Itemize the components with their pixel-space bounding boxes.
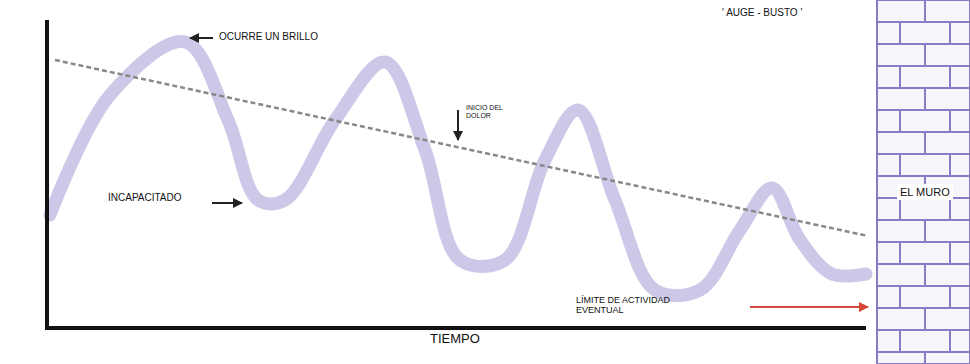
y-axis <box>45 20 49 330</box>
annotation-label: LÍMITE DE ACTIVIDAD EVENTUAL <box>576 296 696 316</box>
brick-joint <box>949 110 951 132</box>
activity-wave <box>50 42 866 296</box>
wall-label: EL MURO <box>897 184 953 200</box>
wall-node: EL MURO <box>877 0 970 364</box>
brick-joint <box>899 110 901 132</box>
axis-label: TIEMPO <box>430 332 480 346</box>
brick-joint <box>877 175 970 177</box>
brick-joint <box>877 87 970 89</box>
annotation-label: INICIO DEL DOLOR <box>466 104 512 119</box>
brick-joint <box>899 154 901 176</box>
brick-joint <box>877 131 970 133</box>
brick-joint <box>949 198 951 220</box>
brick-joint <box>877 307 970 309</box>
brick-joint <box>877 219 970 221</box>
brick-joint <box>924 264 926 286</box>
annotation-label: OCURRE UN BRILLO <box>219 31 318 42</box>
brick-joint <box>924 44 926 66</box>
brick-joint <box>924 220 926 242</box>
brick-joint <box>949 242 951 264</box>
brick-joint <box>899 242 901 264</box>
brick-joint <box>877 241 970 243</box>
brick-joint <box>924 0 926 22</box>
brick-joint <box>899 66 901 88</box>
brick-joint <box>899 198 901 220</box>
brick-joint <box>877 329 970 331</box>
brick-joint <box>949 286 951 308</box>
brick-joint <box>877 65 970 67</box>
brick-joint <box>924 308 926 330</box>
limit-arrow <box>750 306 868 308</box>
brick-joint <box>949 154 951 176</box>
brick-joint <box>877 43 970 45</box>
brick-joint <box>924 352 926 364</box>
leader-arrow <box>190 37 213 39</box>
trend-line <box>55 60 868 236</box>
brick-joint <box>877 285 970 287</box>
leader-arrow <box>212 202 242 204</box>
brick-joint <box>949 330 951 352</box>
brick-joint <box>949 66 951 88</box>
brick-joint <box>877 351 970 353</box>
diagram-title: ' AUGE - BUSTO ' <box>722 7 802 18</box>
x-axis <box>45 326 866 330</box>
brick-joint <box>877 0 970 1</box>
leader-arrow <box>457 110 459 140</box>
brick-joint <box>877 263 970 265</box>
brick-joint <box>899 286 901 308</box>
brick-joint <box>877 153 970 155</box>
brick-joint <box>924 88 926 110</box>
brick-joint <box>899 330 901 352</box>
brick-joint <box>877 21 970 23</box>
brick-joint <box>899 22 901 44</box>
brick-joint <box>924 132 926 154</box>
annotation-label: INCAPACITADO <box>108 192 182 203</box>
brick-joint <box>949 22 951 44</box>
brick-wall <box>877 0 970 364</box>
brick-joint <box>877 109 970 111</box>
